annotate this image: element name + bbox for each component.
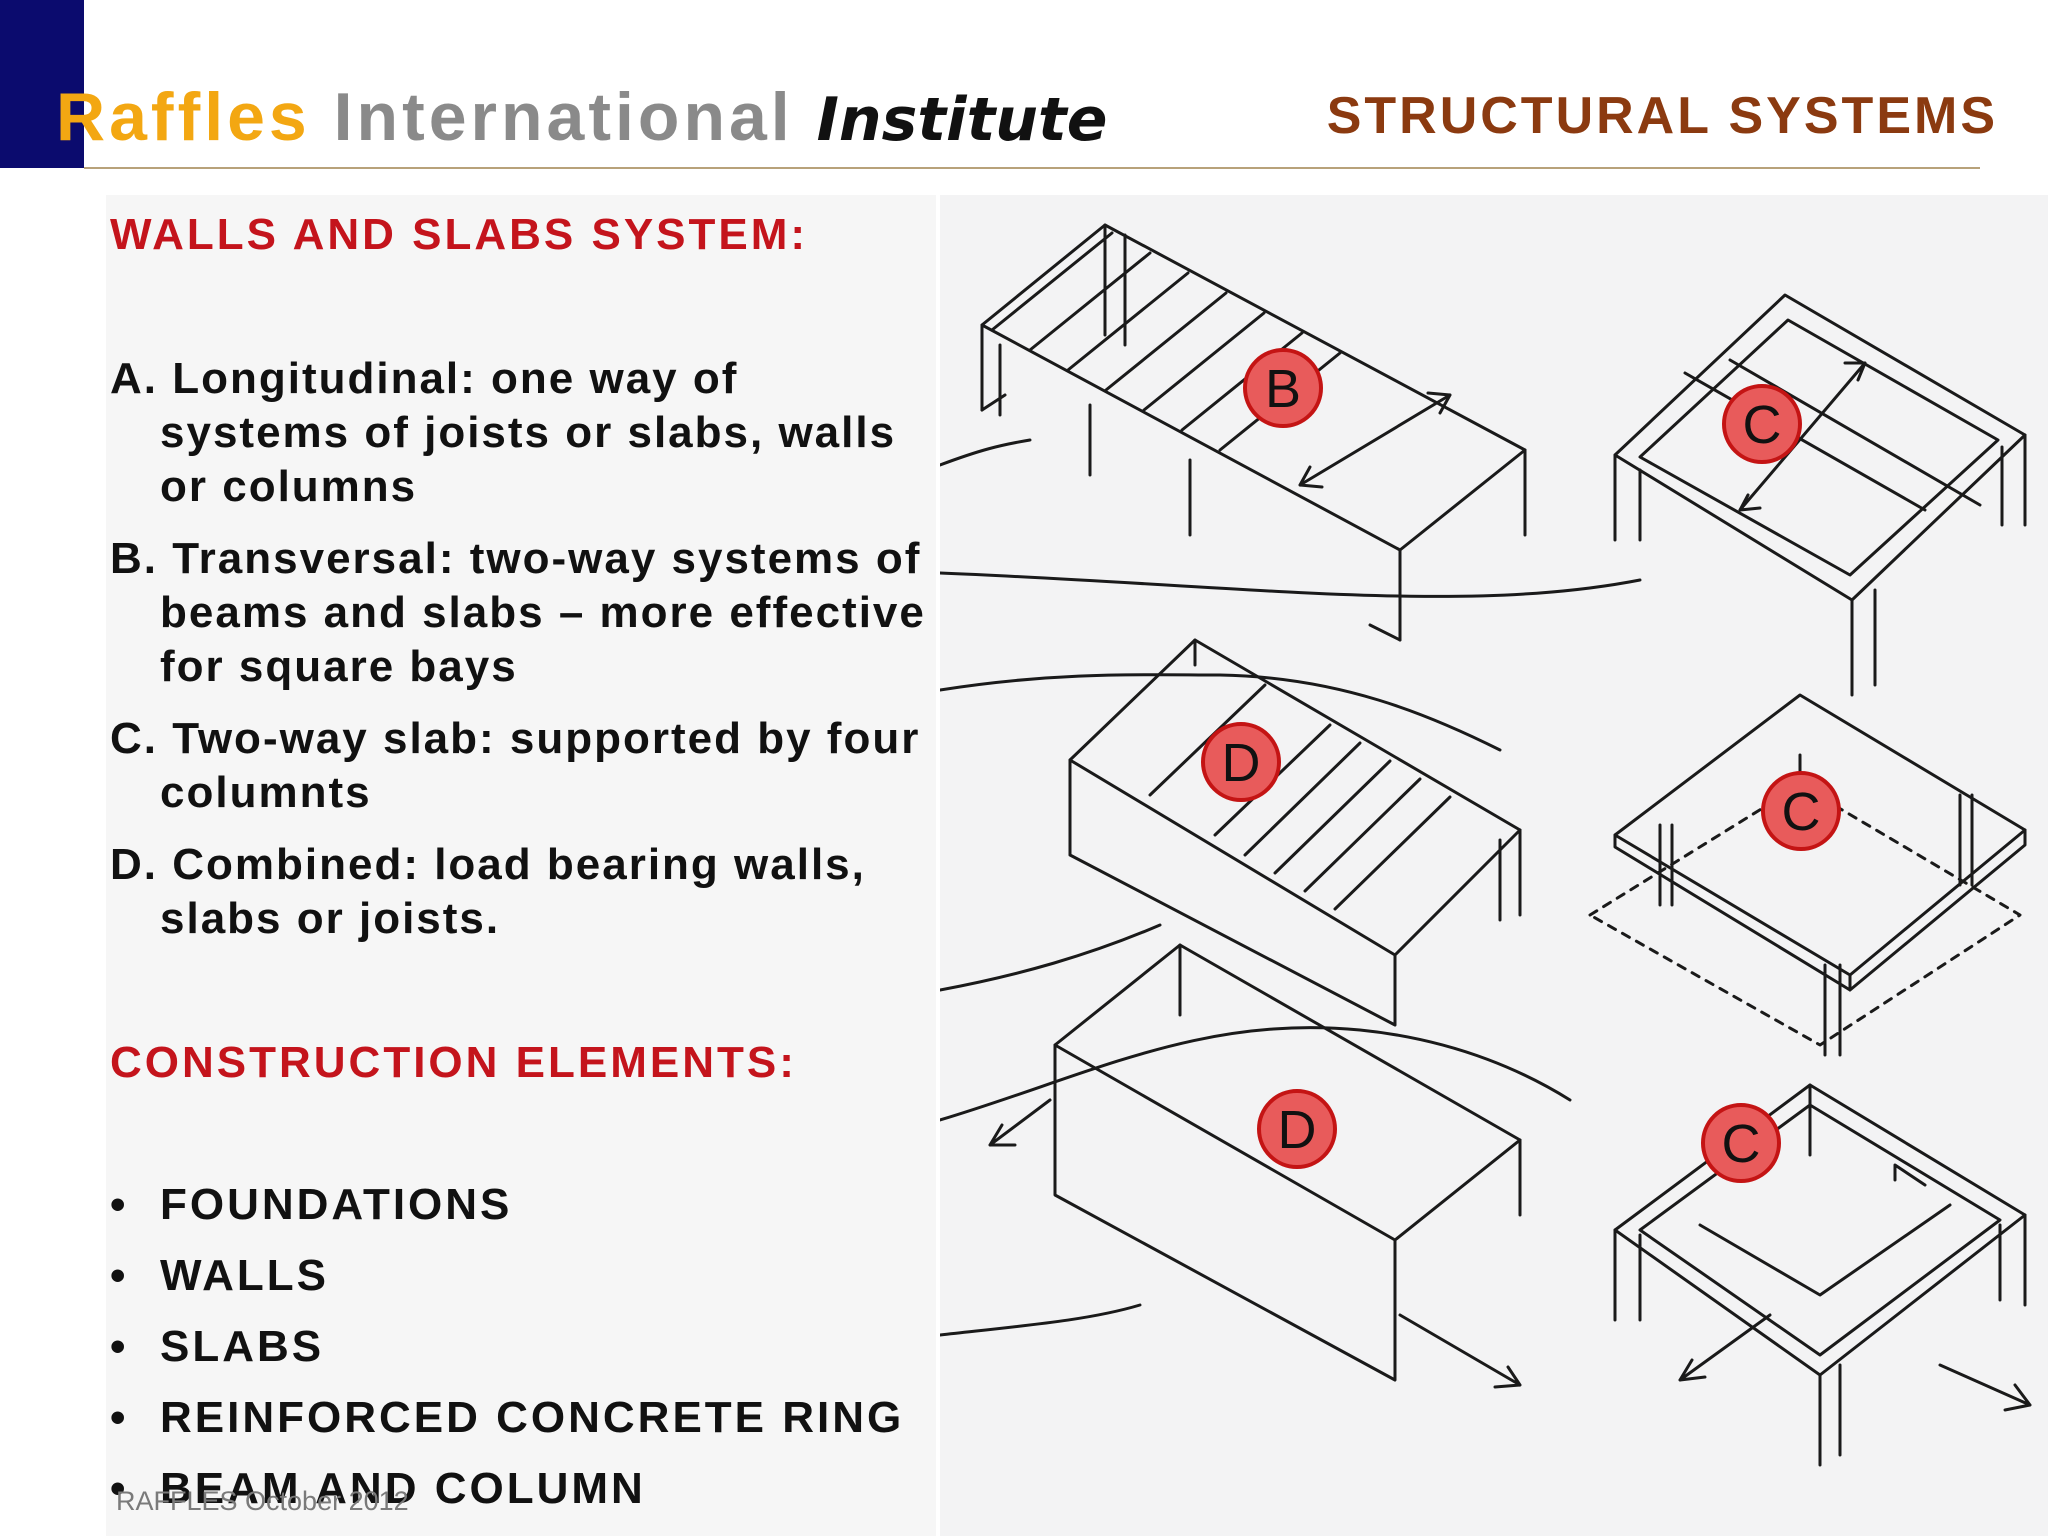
definition-item-b: B. Transversal: two-way systems of beams… xyxy=(110,534,926,691)
list-item: • REINFORCED CONCRETE RING xyxy=(110,1391,940,1445)
marker-label: C xyxy=(1743,395,1782,455)
bullet-icon: • xyxy=(110,1180,129,1229)
bullet-icon: • xyxy=(110,1464,129,1513)
construction-elements-list: • FOUNDATIONS • WALLS • SLABS • REINFORCED C… xyxy=(110,1178,940,1533)
bullet-icon: • xyxy=(110,1251,129,1300)
diagram-marker-b: B xyxy=(1243,348,1323,428)
brand-international: International xyxy=(333,79,794,155)
list-item: • WALLS xyxy=(110,1249,940,1303)
diagram-marker-c-bottom: C xyxy=(1701,1103,1781,1183)
definition-item-a: A. Longitudinal: one way of systems of j… xyxy=(110,354,897,511)
diagram-marker-d-middle: D xyxy=(1201,722,1281,802)
system-definitions-list: A. Longitudinal: one way of systems of j… xyxy=(110,352,940,964)
diagram-marker-c-top: C xyxy=(1722,384,1802,464)
list-item-label: FOUNDATIONS xyxy=(160,1180,513,1229)
brand-logo: Raffles International Institute xyxy=(56,78,1107,156)
text-panel xyxy=(106,195,936,1536)
list-item-label: REINFORCED CONCRETE RING xyxy=(160,1393,905,1442)
definition-item-c: C. Two-way slab: supported by four colum… xyxy=(110,714,921,817)
structural-systems-sketch: B C D C D C xyxy=(940,195,2048,1536)
marker-label: D xyxy=(1222,733,1261,793)
brand-raffles: affles xyxy=(109,79,311,155)
marker-label: C xyxy=(1782,782,1821,842)
list-item-label: WALLS xyxy=(160,1251,329,1300)
marker-label: C xyxy=(1722,1114,1761,1174)
diagram-marker-d-bottom: D xyxy=(1257,1089,1337,1169)
marker-label: B xyxy=(1265,359,1301,419)
bullet-icon: • xyxy=(110,1393,129,1442)
list-item: • SLABS xyxy=(110,1320,940,1374)
slide-title: STRUCTURAL SYSTEMS xyxy=(1326,87,1998,145)
brand-corner-block xyxy=(0,0,84,168)
definition-item-d: D. Combined: load bearing walls, slabs o… xyxy=(110,840,866,943)
marker-label: D xyxy=(1278,1100,1317,1160)
section-heading-construction-elements: CONSTRUCTION ELEMENTS: xyxy=(110,1038,797,1087)
list-item: • BEAM AND COLUMN xyxy=(110,1462,940,1516)
list-item-label: BEAM AND COLUMN xyxy=(160,1464,646,1513)
brand-initial: R xyxy=(56,79,110,155)
header-divider xyxy=(84,167,1980,169)
list-item-label: SLABS xyxy=(160,1322,325,1371)
footer-text: RAFFLES October 2012 xyxy=(116,1486,409,1516)
brand-institute: Institute xyxy=(816,85,1108,155)
bullet-icon: • xyxy=(110,1322,129,1371)
list-item: • FOUNDATIONS xyxy=(110,1178,940,1232)
section-heading-walls-slabs: WALLS AND SLABS SYSTEM: xyxy=(110,210,809,259)
diagram-marker-c-middle: C xyxy=(1761,771,1841,851)
